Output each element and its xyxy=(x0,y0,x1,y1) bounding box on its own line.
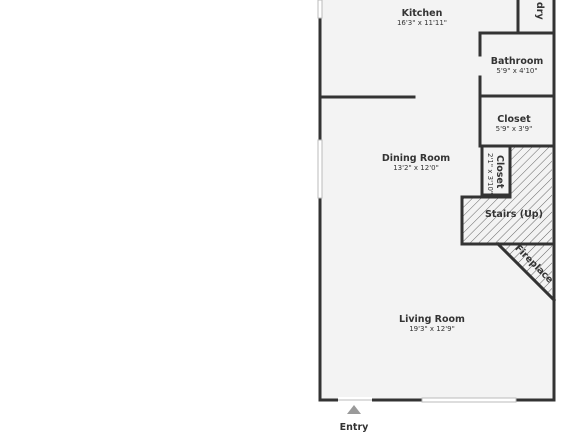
kitchen-dims: 16'3" x 11'11" xyxy=(397,19,447,27)
laundry-name: dry xyxy=(534,2,545,20)
closet-small-name: Closet xyxy=(494,155,505,189)
dining-room-dims: 13'2" x 12'0" xyxy=(393,164,439,172)
walls xyxy=(318,0,557,402)
window-kitchen xyxy=(317,0,323,19)
window-living xyxy=(421,397,517,403)
dining-room-name: Dining Room xyxy=(382,153,450,164)
closet-upper-dims: 5'9" x 3'9" xyxy=(496,125,533,133)
bathroom-dims: 5'9" x 4'10" xyxy=(496,67,537,75)
stairs-name: Stairs (Up) xyxy=(485,209,543,220)
closet-small-dims: 2'1" x 3'10" xyxy=(486,153,494,194)
closet-upper-name: Closet xyxy=(497,114,531,125)
window-dining xyxy=(317,139,323,199)
living-room-name: Living Room xyxy=(399,314,465,325)
entry-label: Entry xyxy=(340,422,369,432)
windows xyxy=(317,0,517,403)
kitchen-name: Kitchen xyxy=(402,8,443,19)
stairs-area xyxy=(462,147,552,244)
entry-arrow-icon xyxy=(347,405,361,414)
living-room-dims: 19'3" x 12'9" xyxy=(409,325,455,333)
bathroom-name: Bathroom xyxy=(491,56,544,67)
